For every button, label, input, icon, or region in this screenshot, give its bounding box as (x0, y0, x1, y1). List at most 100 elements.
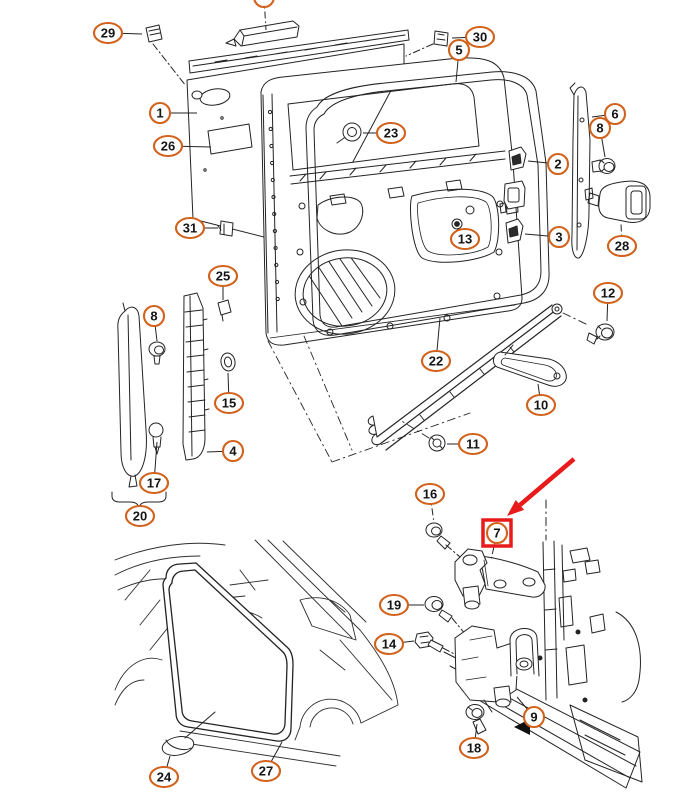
svg-text:20: 20 (133, 509, 147, 524)
highlight-arrow-shaft (518, 457, 576, 507)
clip-part-29 (145, 24, 187, 87)
bolt-part-8-left (148, 341, 166, 365)
callout-25[interactable]: 25 (207, 264, 239, 300)
svg-text:31: 31 (183, 221, 197, 236)
highlight-layer (481, 457, 576, 548)
svg-text:9: 9 (530, 710, 537, 725)
svg-text:2: 2 (554, 157, 561, 172)
callout-11[interactable]: 11 (447, 432, 489, 456)
callout-10[interactable]: 10 (525, 383, 557, 417)
svg-text:7: 7 (493, 526, 500, 541)
callout-3[interactable]: 3 (524, 225, 571, 249)
svg-text:24: 24 (157, 770, 172, 785)
striker-part-3 (505, 218, 524, 244)
bolt-part-19 (424, 596, 471, 641)
svg-text:18: 18 (467, 741, 481, 756)
svg-text:11: 11 (466, 437, 480, 452)
latch-part (499, 180, 526, 214)
plug-part-24 (161, 711, 216, 756)
callout-8[interactable]: 8 (588, 116, 612, 158)
callout-16[interactable]: 16 (414, 482, 446, 524)
svg-text:15: 15 (222, 396, 236, 411)
callout-22[interactable]: 22 (420, 317, 452, 373)
svg-text:6: 6 (611, 107, 618, 122)
callout-13[interactable]: 13 (449, 227, 481, 251)
callout-17[interactable]: 17 (138, 441, 170, 495)
svg-text:16: 16 (423, 487, 437, 502)
label-patch-26 (207, 123, 253, 155)
callout-26[interactable]: 26 (152, 134, 212, 158)
callout-4[interactable]: 4 (206, 439, 245, 463)
lower-hinge-part-9 (454, 625, 540, 713)
svg-text:19: 19 (387, 598, 401, 613)
svg-text:22: 22 (429, 354, 443, 369)
svg-text:8: 8 (150, 309, 157, 324)
svg-text:27: 27 (259, 764, 273, 779)
svg-text:10: 10 (534, 398, 548, 413)
callout-7[interactable]: 7 (485, 521, 509, 561)
svg-text:25: 25 (216, 269, 230, 284)
svg-text:8: 8 (596, 121, 603, 136)
svg-text:26: 26 (161, 139, 175, 154)
svg-text:14: 14 (382, 637, 397, 652)
regulator-arm-10 (492, 344, 567, 387)
callout-30[interactable]: 30 (451, 25, 496, 49)
callout-15[interactable]: 15 (213, 372, 245, 415)
aperture-seal-27 (162, 562, 294, 742)
projection-lines (267, 312, 589, 463)
clip-part-31 (217, 220, 234, 237)
callout-5[interactable]: 5 (447, 38, 471, 83)
callout-2[interactable]: 2 (527, 152, 570, 176)
bolt-part-16 (425, 522, 461, 558)
svg-text:4: 4 (229, 444, 237, 459)
callout-12[interactable]: 12 (592, 281, 624, 322)
belt-reinforcement-strip (188, 29, 410, 74)
bolt-part-14 (414, 631, 459, 657)
callout-9[interactable]: 9 (516, 696, 546, 729)
callout-1[interactable]: 1 (148, 101, 197, 125)
callout-28[interactable]: 28 (606, 223, 638, 258)
grommet-part-15 (220, 352, 236, 372)
callout-23[interactable]: 23 (363, 121, 407, 145)
svg-text:28: 28 (615, 239, 629, 254)
callout-14[interactable]: 14 (373, 632, 415, 656)
bolt-part-8-right (591, 158, 616, 174)
svg-text:5: 5 (455, 43, 462, 58)
svg-text:13: 13 (458, 232, 472, 247)
callout-24[interactable]: 24 (148, 755, 180, 789)
bolt-part-18 (465, 704, 487, 735)
callout-27[interactable]: 27 (250, 741, 283, 783)
callout-19[interactable]: 19 (378, 593, 424, 617)
svg-text:12: 12 (601, 286, 615, 301)
svg-text:23: 23 (384, 126, 398, 141)
weatherstrip-part-17-20 (117, 302, 147, 488)
clip-part-17 (148, 422, 164, 455)
callout-31[interactable]: 31 (174, 216, 218, 240)
bolt-part-12 (586, 323, 615, 345)
nut-part-11 (428, 434, 446, 452)
callout-8[interactable]: 8 (142, 304, 166, 342)
highlight-arrow-head (507, 500, 525, 516)
svg-text:30: 30 (473, 30, 487, 45)
applique-strip (225, 20, 300, 47)
svg-text:3: 3 (555, 230, 562, 245)
svg-text:1: 1 (156, 106, 163, 121)
highlight-box-part-7 (481, 518, 513, 548)
callout-top-partial[interactable] (253, 0, 275, 31)
callout-6[interactable]: 6 (591, 102, 627, 126)
svg-text:29: 29 (101, 26, 115, 41)
upper-hinge-part-7 (454, 548, 546, 610)
callout-29[interactable]: 29 (92, 21, 143, 45)
regulator-rail-channel (367, 303, 563, 451)
module-part-28 (584, 180, 651, 223)
sash-strip-6 (569, 82, 591, 259)
svg-text:17: 17 (147, 476, 161, 491)
striker-part-2 (508, 146, 527, 171)
vehicle-body-sketch (114, 539, 399, 767)
callout-20[interactable]: 20 (124, 504, 156, 528)
callout-18[interactable]: 18 (458, 723, 490, 760)
channel-strip-4 (182, 292, 210, 461)
